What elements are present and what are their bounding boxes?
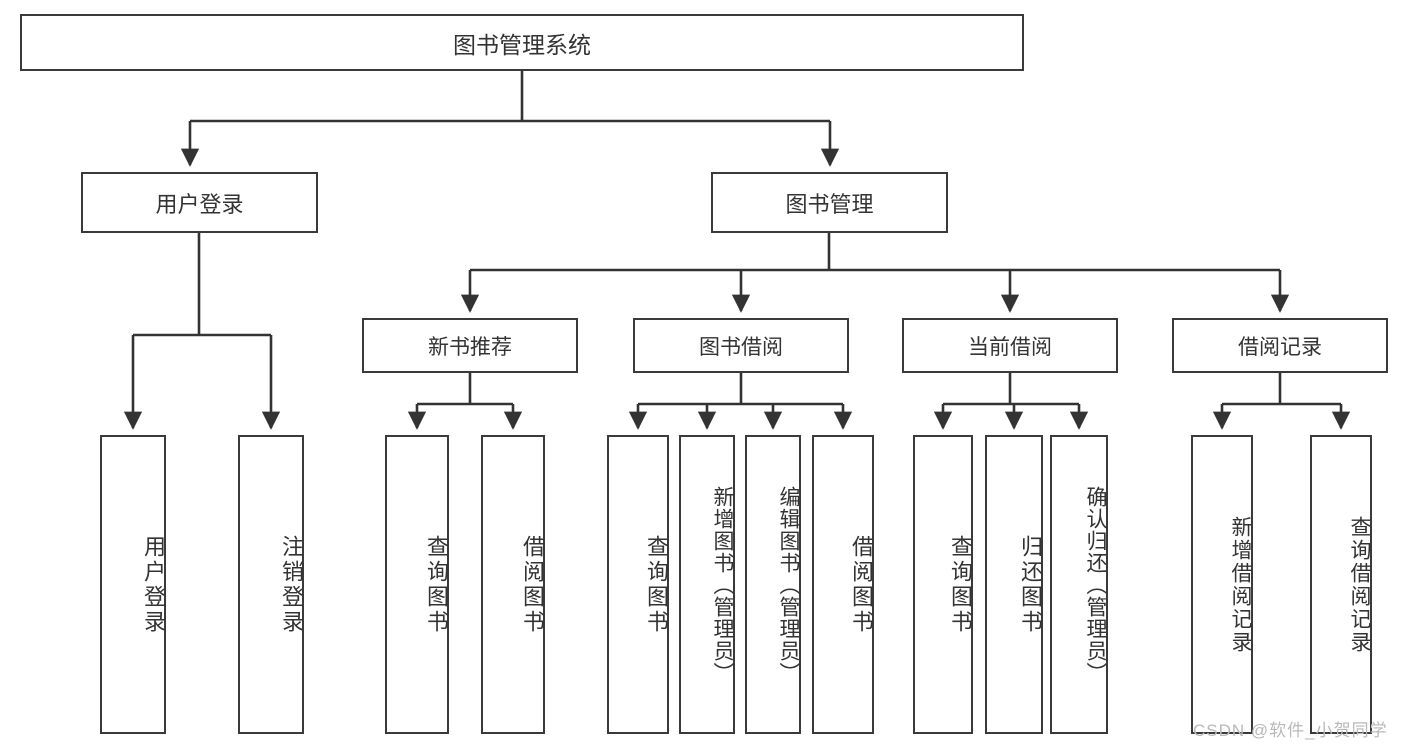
- node-leaf-borrow-book[interactable]: 借阅图书: [812, 435, 874, 734]
- node-label: 新增图书（管理员）: [711, 485, 734, 684]
- node-label: 图书管理系统: [453, 31, 591, 58]
- node-label: 查询借阅记录: [1348, 515, 1371, 654]
- node-leaf-edit-book-admin[interactable]: 编辑图书（管理员）: [745, 435, 801, 734]
- node-root-system[interactable]: 图书管理系统: [20, 14, 1024, 71]
- node-user-login[interactable]: 用户登录: [81, 172, 318, 233]
- node-label: 借阅图书: [520, 534, 545, 635]
- node-leaf-add-borrow-record[interactable]: 新增借阅记录: [1191, 435, 1253, 734]
- csdn-watermark: CSDN @软件_小贺同学: [1193, 721, 1388, 740]
- node-book-management[interactable]: 图书管理: [711, 172, 948, 233]
- node-label: 新增借阅记录: [1229, 515, 1252, 654]
- node-label: 新书推荐: [428, 335, 512, 359]
- node-leaf-logout[interactable]: 注销登录: [238, 435, 304, 734]
- node-current-borrow[interactable]: 当前借阅: [902, 318, 1118, 373]
- node-label: 确认归还（管理员）: [1084, 485, 1107, 684]
- node-label: 借阅图书: [849, 534, 874, 635]
- node-label: 用户登录: [141, 534, 166, 635]
- node-book-borrow[interactable]: 图书借阅: [633, 318, 849, 373]
- node-label: 查询图书: [424, 534, 449, 635]
- node-label: 注销登录: [279, 534, 304, 635]
- node-label: 用户登录: [155, 191, 244, 217]
- node-leaf-confirm-return-admin[interactable]: 确认归还（管理员）: [1050, 435, 1108, 734]
- node-leaf-query-book-newbook[interactable]: 查询图书: [385, 435, 449, 734]
- node-label: 图书管理: [785, 191, 874, 217]
- node-new-book-recommend[interactable]: 新书推荐: [362, 318, 578, 373]
- node-label: 当前借阅: [968, 335, 1052, 359]
- node-leaf-query-borrow-record[interactable]: 查询借阅记录: [1310, 435, 1372, 734]
- node-leaf-query-book-current[interactable]: 查询图书: [913, 435, 973, 734]
- node-label: 借阅记录: [1238, 335, 1322, 359]
- node-label: 归还图书: [1018, 534, 1043, 635]
- node-leaf-query-book-borrow[interactable]: 查询图书: [607, 435, 669, 734]
- node-leaf-user-login[interactable]: 用户登录: [100, 435, 166, 734]
- node-leaf-borrow-book-newbook[interactable]: 借阅图书: [481, 435, 545, 734]
- node-borrow-record[interactable]: 借阅记录: [1172, 318, 1388, 373]
- node-label: 图书借阅: [699, 335, 783, 359]
- node-leaf-add-book-admin[interactable]: 新增图书（管理员）: [679, 435, 735, 734]
- node-leaf-return-book[interactable]: 归还图书: [985, 435, 1043, 734]
- node-label: 编辑图书（管理员）: [777, 485, 800, 684]
- node-label: 查询图书: [644, 534, 669, 635]
- node-label: 查询图书: [948, 534, 973, 635]
